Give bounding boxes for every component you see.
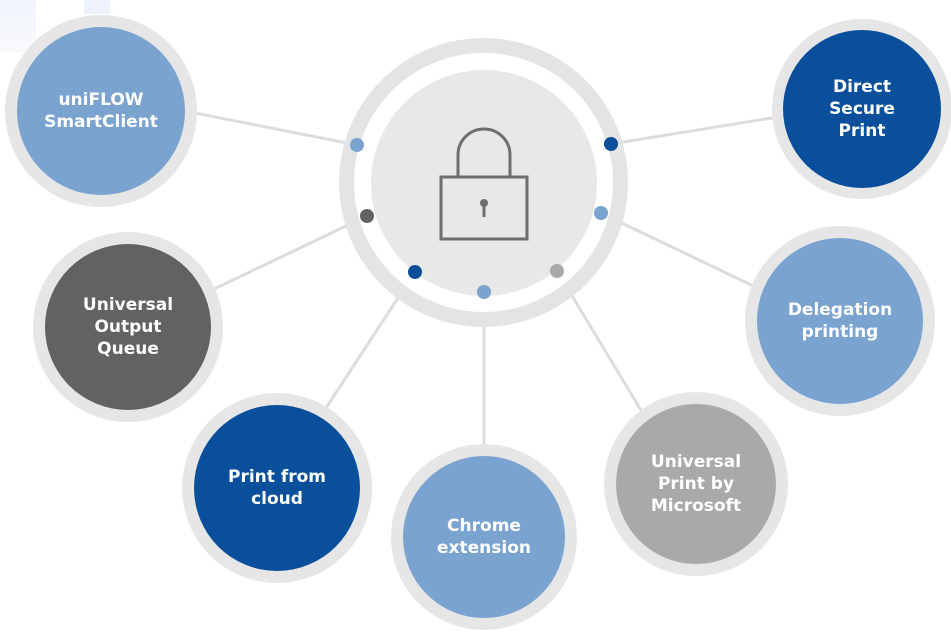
- node-label-universal-print-by-microsoft: Universal Print by Microsoft: [616, 404, 776, 564]
- node-delegation-printing: Delegation printing: [745, 226, 935, 416]
- node-universal-print-by-microsoft: Universal Print by Microsoft: [604, 392, 788, 576]
- connector-dot-direct-secure-print: [604, 137, 618, 151]
- node-print-from-cloud: Print from cloud: [182, 393, 372, 583]
- connector-dot-chrome-extension: [477, 285, 491, 299]
- connector-dot-print-from-cloud: [408, 265, 422, 279]
- corner-decoration: [0, 0, 36, 52]
- node-label-universal-output-queue: Universal Output Queue: [45, 244, 211, 410]
- connector-dot-universal-output-queue: [360, 209, 374, 223]
- corner-decoration-top: [84, 0, 110, 14]
- security-hub-ring: [354, 53, 613, 312]
- connector-dot-uniflow-smartclient: [350, 138, 364, 152]
- node-label-chrome-extension: Chrome extension: [403, 456, 565, 618]
- connector-dot-delegation-printing: [594, 206, 608, 220]
- node-label-direct-secure-print: Direct Secure Print: [783, 30, 941, 188]
- connector-universal-output-queue: [211, 214, 368, 292]
- node-label-print-from-cloud: Print from cloud: [194, 405, 360, 571]
- node-chrome-extension: Chrome extension: [391, 444, 577, 630]
- security-hub-core: [370, 69, 597, 296]
- connector-direct-secure-print: [610, 113, 791, 146]
- node-label-delegation-printing: Delegation printing: [757, 238, 923, 404]
- node-label-uniflow-smartclient: uniFLOW SmartClient: [17, 27, 185, 195]
- connector-universal-print-by-microsoft: [555, 270, 652, 426]
- node-direct-secure-print: Direct Secure Print: [772, 19, 951, 199]
- padlock-icon: [439, 127, 528, 240]
- security-hub: [339, 38, 628, 327]
- connector-delegation-printing: [600, 211, 771, 296]
- connector-dot-universal-print-by-microsoft: [550, 264, 564, 278]
- node-universal-output-queue: Universal Output Queue: [33, 232, 223, 422]
- node-uniflow-smartclient: uniFLOW SmartClient: [5, 15, 197, 207]
- connector-uniflow-smartclient: [189, 110, 358, 147]
